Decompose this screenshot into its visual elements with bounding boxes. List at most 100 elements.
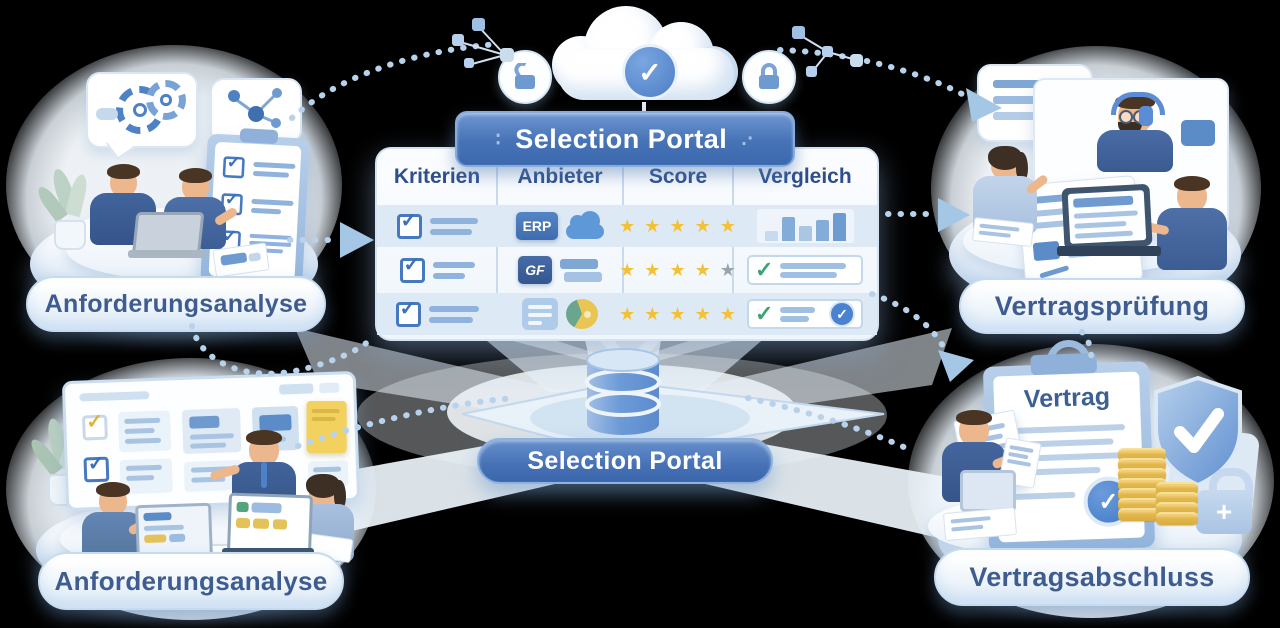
star-filled-icon: ★ [719, 216, 737, 236]
selection-portal-table: Kriterien Anbieter Score Vergleich ERP ★… [375, 147, 879, 341]
contract-title: Vertrag [1023, 382, 1111, 414]
camera-icon [1181, 120, 1215, 146]
comparison-cell [733, 209, 877, 243]
cloud-stem [642, 102, 646, 118]
star-empty-icon: ★ [719, 260, 737, 280]
approved-check-icon: ✓ [829, 301, 855, 327]
gear-icon [146, 80, 186, 120]
bar [764, 231, 778, 241]
star-filled-icon: ★ [619, 216, 637, 236]
comparison-card-approved: ✓ ✓ [747, 299, 863, 329]
checkbox-checked-icon [399, 252, 425, 283]
star-filled-icon: ★ [644, 216, 662, 236]
clipboard-clip [1030, 352, 1098, 376]
scene-label: Vertragsprüfung [994, 290, 1210, 321]
thought-puff [96, 108, 118, 120]
scene-label-ribbon: Vertragsprüfung [959, 278, 1245, 334]
scene-label: Anforderungsanalyse [44, 289, 308, 318]
table-row: GF ★ ★ ★ ★ ★ ✓ [377, 249, 877, 291]
scene-label: Vertragsabschluss [969, 561, 1215, 592]
text-lines [780, 260, 855, 281]
erp-badge: ERP [515, 212, 559, 240]
table-row: ERP ★ ★ ★ ★ ★ [377, 205, 877, 247]
scene-requirements-analysis-top: Anforderungsanalyse [6, 45, 342, 332]
pie-logo-icon [566, 299, 598, 329]
column-divider [732, 167, 734, 329]
arrowhead-right [340, 222, 374, 258]
arrow-cloud-to-topright [777, 47, 965, 97]
table-header-row: Kriterien Anbieter Score Vergleich [377, 165, 877, 189]
criterion-cell [377, 296, 497, 327]
cloud-icon [566, 210, 605, 239]
column-divider [622, 167, 624, 329]
clipboard-clip [239, 128, 279, 145]
secure-cloud-icon: ✓ [552, 6, 752, 118]
decorative-dots: .· [741, 127, 755, 150]
criterion-cell [377, 252, 497, 283]
laptop-icon [960, 470, 1016, 512]
checkbox-checked-icon [396, 208, 422, 239]
score-cell: ★ ★ ★ ★ ★ [619, 260, 736, 280]
green-check-icon: ✓ [755, 301, 774, 326]
comparison-cell: ✓ ✓ [733, 299, 877, 329]
scene-label: Anforderungsanalyse [54, 565, 328, 596]
star-filled-icon: ★ [719, 304, 737, 324]
star-filled-icon: ★ [619, 260, 637, 280]
star-filled-icon: ★ [669, 260, 687, 280]
provider-cell: GF [497, 256, 623, 285]
checkbox-checked-icon [395, 296, 421, 327]
person-businessman [1142, 176, 1227, 270]
layers-icon [559, 256, 602, 285]
provider-cell [497, 298, 623, 330]
sticky-note-icon [306, 400, 347, 453]
column-header: Kriterien [393, 165, 481, 188]
decorative-dots: ∶ [495, 128, 502, 151]
mini-bar-chart-icon [756, 209, 854, 243]
scene-requirements-analysis-bottom: Anforderungsanalyse [6, 358, 376, 620]
selection-portal-title-banner: ∶ Selection Portal .· [455, 111, 795, 167]
score-cell: ★ ★ ★ ★ ★ [619, 304, 736, 324]
column-header: Score [648, 165, 708, 188]
selection-portal-base-label: Selection Portal [477, 438, 773, 484]
comparison-card: ✓ [747, 255, 863, 285]
checkbox-yellow-check-icon [82, 414, 108, 441]
plant-icon [34, 166, 98, 278]
closed-padlock-icon [742, 50, 796, 104]
provider-cell: ERP [497, 210, 623, 240]
star-filled-icon: ★ [694, 260, 712, 280]
checkbox-blue-check-icon [83, 456, 110, 483]
column-header: Vergleich [758, 165, 852, 188]
grid-icon [522, 298, 558, 330]
column-header: Anbieter [517, 165, 603, 188]
star-filled-icon: ★ [619, 304, 637, 324]
star-filled-icon: ★ [669, 304, 687, 324]
cloud-check-icon: ✓ [622, 44, 678, 100]
column-divider [496, 167, 498, 329]
arrow-portal-to-bottomright [745, 395, 909, 451]
portal-title: Selection Portal [515, 123, 728, 154]
bar [815, 220, 829, 241]
scene-label-ribbon: Anforderungsanalyse [38, 552, 344, 610]
scene-label-ribbon: Vertragsabschluss [934, 548, 1250, 606]
star-filled-icon: ★ [644, 304, 662, 324]
scene-contract-review: Vertragsprüfung [931, 46, 1261, 334]
star-filled-icon: ★ [694, 304, 712, 324]
score-cell: ★ ★ ★ ★ ★ [619, 216, 736, 236]
open-padlock-icon [498, 50, 552, 104]
bar [832, 213, 846, 241]
speech-bubble-gears [86, 72, 198, 148]
database-icon [585, 348, 661, 435]
scene-contract-signing: Vertrag ✓ [908, 339, 1274, 620]
star-filled-icon: ★ [694, 216, 712, 236]
comparison-cell: ✓ [733, 255, 877, 285]
star-filled-icon: ★ [644, 260, 662, 280]
text-lines [780, 304, 822, 325]
gf-badge: GF [518, 256, 552, 284]
bar [781, 217, 795, 241]
scene-label-ribbon: Anforderungsanalyse [26, 276, 326, 332]
arrow-table-to-bottomright [869, 291, 949, 355]
star-filled-icon: ★ [669, 216, 687, 236]
green-check-icon: ✓ [755, 257, 774, 282]
portal-base-text: Selection Portal [527, 446, 723, 475]
